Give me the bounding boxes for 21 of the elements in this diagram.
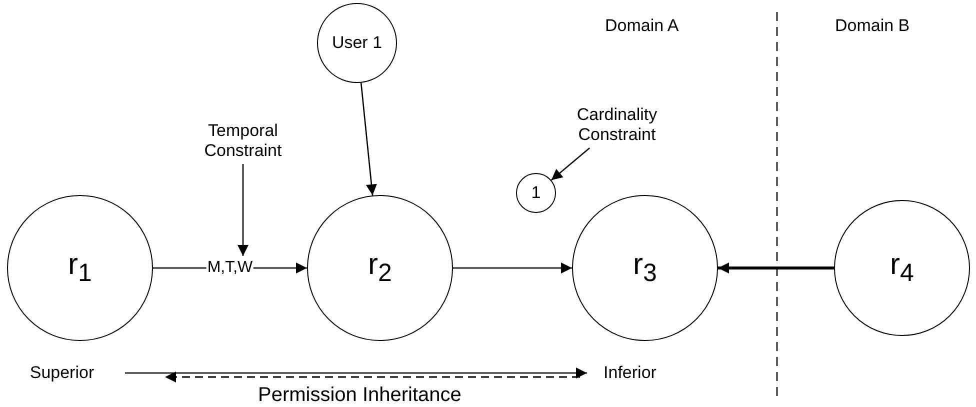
hierarchy-text: Superior — [2, 363, 122, 383]
domain-label: Domain B — [835, 16, 910, 36]
annotation-text: Temporal Constraint — [188, 121, 298, 161]
cardinality-circle — [516, 173, 556, 213]
hierarchy-text: Inferior — [590, 363, 670, 383]
edge-label: M,T,W — [206, 259, 254, 277]
node-label: 1 — [531, 183, 541, 203]
node-label: r$_{2}$ — [368, 248, 392, 288]
domain-label: Domain A — [605, 16, 679, 36]
node-label: User 1 — [332, 33, 382, 53]
arrow — [718, 262, 834, 274]
arrow — [453, 262, 572, 274]
node-label: r$_{4}$ — [890, 248, 914, 288]
leader-line — [238, 164, 248, 256]
node-label: r$_{3}$ — [633, 248, 657, 288]
node-label: r$_{1}$ — [68, 248, 92, 288]
annotation-text: Permission Inheritance — [258, 384, 462, 407]
arrow — [125, 368, 587, 378]
annotation-text: Cardinality Constraint — [562, 105, 672, 145]
arrow — [550, 148, 590, 181]
arrow — [360, 82, 377, 196]
